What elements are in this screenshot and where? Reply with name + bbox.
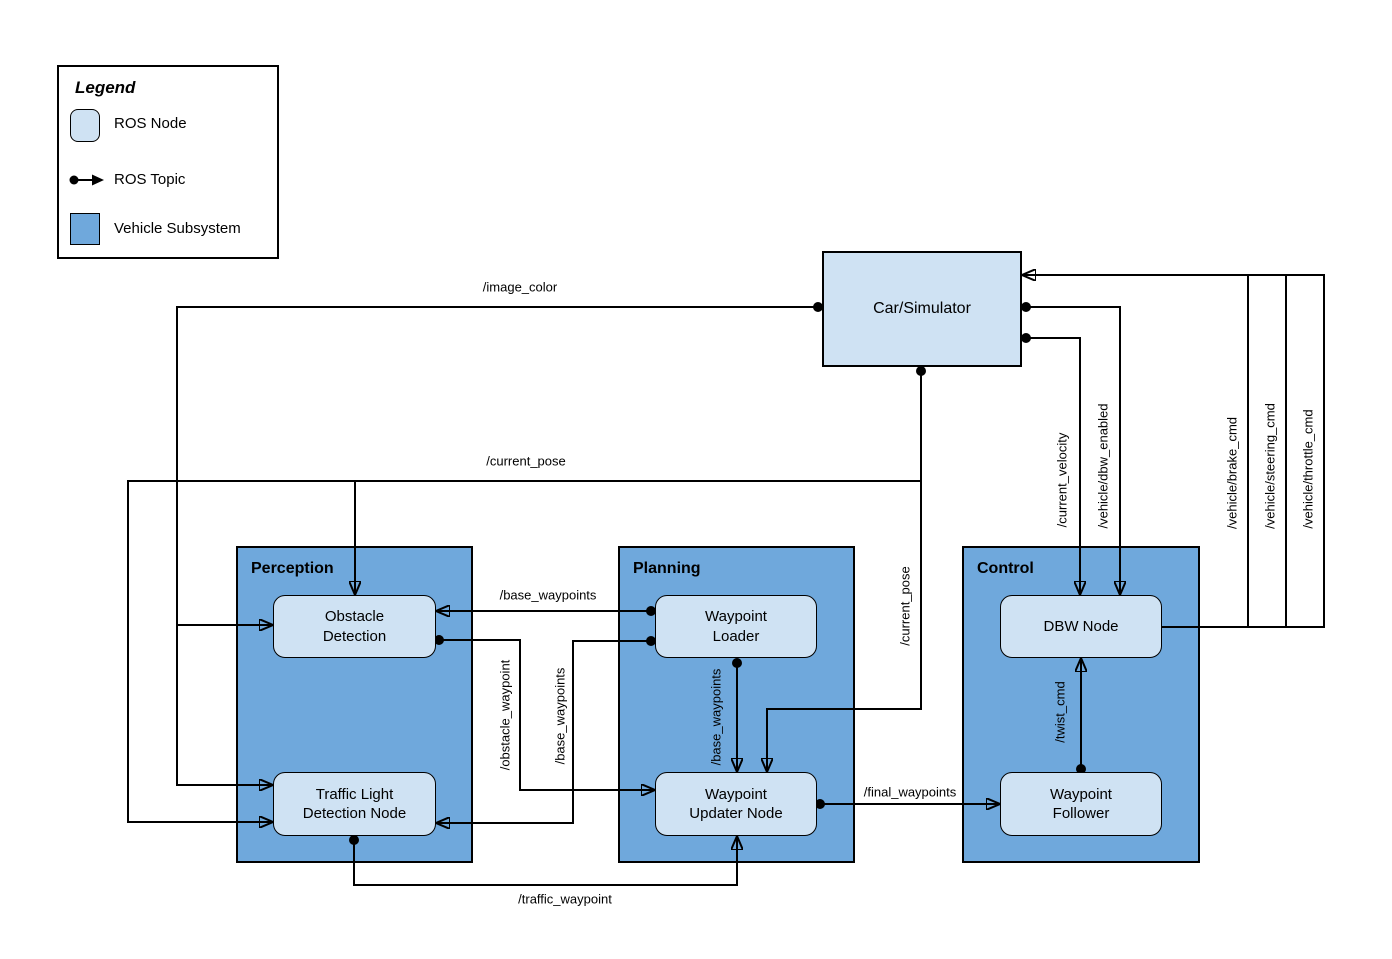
topic-label-base-waypoints-2: /base_waypoints [552,667,568,765]
legend-ros-node-label: ROS Node [114,115,187,132]
dot-current-pose [916,366,926,376]
node-obstacle-detection-label-line1: Obstacle [324,608,385,625]
node-car-simulator: Car/Simulator [822,251,1022,367]
node-waypoint-updater-label-line2: Updater Node [689,805,783,822]
node-dbw: DBW Node [1000,595,1162,658]
subsystem-planning-title: Planning [633,560,701,577]
node-car-simulator-label: Car/Simulator [873,299,971,317]
node-dbw-label: DBW Node [1043,617,1119,635]
topic-label-base-waypoints: /base_waypoints [499,587,597,603]
topic-label-current-velocity: /current_velocity [1054,432,1070,528]
node-waypoint-follower-label-line2: Follower [1052,805,1110,822]
topic-label-brake-cmd: /vehicle/brake_cmd [1224,417,1240,529]
legend-ros-topic-icon [69,174,104,186]
node-traffic-light-detection-label-line2: Detection Node [302,805,407,822]
legend: Legend ROS Node ROS Topic Vehicle Subsys… [57,65,279,259]
legend-vehicle-subsystem-swatch [70,213,100,245]
legend-vehicle-subsystem-label: Vehicle Subsystem [114,220,241,237]
node-waypoint-follower-label-line1: Waypoint [1050,785,1112,803]
legend-ros-topic-label: ROS Topic [114,171,186,188]
node-waypoint-updater: Waypoint Updater Node [655,772,817,836]
node-traffic-light-detection: Traffic Light Detection Node [273,772,436,836]
topic-label-current-pose-2: /current_pose [897,566,913,646]
topic-label-obstacle-waypoint: /obstacle_waypoint [497,659,513,771]
dot-dbw-enabled [1021,302,1031,312]
node-waypoint-loader-label-line1: Waypoint [705,608,767,625]
node-obstacle-detection-label-line2: Detection [322,627,387,645]
topic-label-twist-cmd: /twist_cmd [1052,681,1068,743]
topic-label-dbw-enabled: /vehicle/dbw_enabled [1095,403,1111,529]
node-waypoint-loader-label-line2: Loader [712,627,760,645]
node-waypoint-loader: Waypoint Loader [655,595,817,658]
topic-label-steering-cmd: /vehicle/steering_cmd [1262,403,1278,529]
subsystem-perception-title: Perception [251,560,334,577]
node-waypoint-updater-label-line1: Waypoint [705,785,767,803]
topic-label-throttle-cmd: /vehicle/throttle_cmd [1300,409,1316,529]
node-traffic-light-detection-label-line1: Traffic Light [315,785,394,803]
legend-title: Legend [75,78,136,97]
topic-label-current-pose: /current_pose [486,453,566,469]
subsystem-control-title: Control [977,560,1034,577]
node-obstacle-detection: Obstacle Detection [273,595,436,658]
node-waypoint-follower: Waypoint Follower [1000,772,1162,836]
topic-label-image-color: /image_color [482,279,558,295]
topic-label-final-waypoints: /final_waypoints [863,784,957,800]
legend-ros-node-swatch [70,109,100,142]
topic-label-base-waypoints-3: /base_waypoints [708,668,724,766]
topic-label-traffic-waypoint: /traffic_waypoint [518,891,612,907]
dot-current-velocity [1021,333,1031,343]
